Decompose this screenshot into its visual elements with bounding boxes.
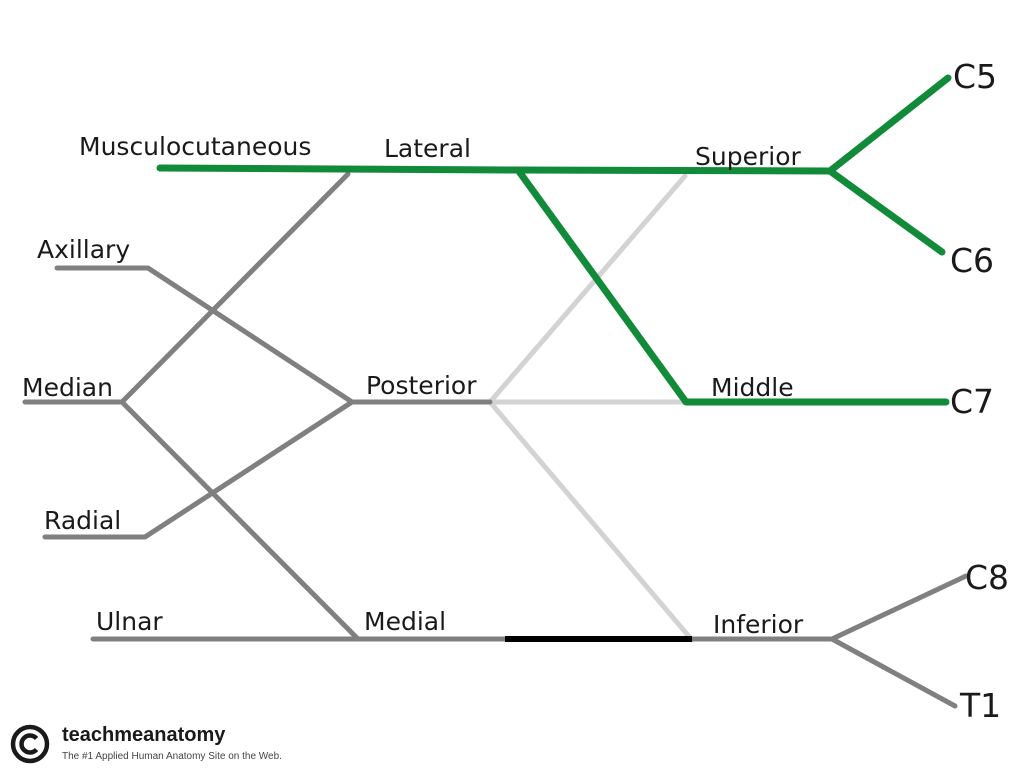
- middle-trunk-to-lateral-line: [514, 166, 950, 406]
- green-pathways: [156, 74, 952, 406]
- label-superior-trunk: Superior: [695, 142, 801, 171]
- brand-name: teachmeanatomy: [62, 724, 226, 746]
- axillary-path: [54, 265, 355, 405]
- label-root-c7: C7: [950, 382, 994, 421]
- label-ulnar: Ulnar: [96, 607, 163, 636]
- medial-root-of-median: [119, 399, 360, 641]
- label-lateral-cord: Lateral: [384, 134, 471, 163]
- label-root-t1: T1: [959, 686, 1001, 725]
- label-root-c8: C8: [965, 558, 1009, 597]
- c6-root-line: [826, 167, 946, 256]
- gray-pathways: [22, 171, 969, 709]
- radial-path: [42, 399, 355, 540]
- label-musculocutaneous: Musculocutaneous: [79, 132, 311, 161]
- label-axillary: Axillary: [37, 235, 130, 264]
- label-radial: Radial: [44, 506, 121, 535]
- c5-root-line: [826, 74, 952, 175]
- copyright-icon: [10, 724, 50, 764]
- lateral-root-of-median: [119, 171, 351, 405]
- t1-root-line: [829, 636, 958, 709]
- c8-root-line: [829, 573, 969, 642]
- label-posterior-cord: Posterior: [366, 371, 477, 400]
- superior-posterior-division: [487, 173, 688, 405]
- label-medial-cord: Medial: [364, 607, 446, 636]
- inferior-posterior-division: [487, 399, 695, 643]
- label-root-c6: C6: [950, 241, 994, 280]
- brand-tagline: The #1 Applied Human Anatomy Site on the…: [62, 751, 282, 762]
- label-middle-trunk: Middle: [711, 373, 794, 402]
- posterior-divisions: [487, 173, 695, 643]
- label-root-c5: C5: [953, 57, 997, 96]
- label-median: Median: [22, 373, 113, 402]
- brand-footer: teachmeanatomy The #1 Applied Human Anat…: [6, 722, 426, 768]
- label-inferior-trunk: Inferior: [713, 610, 804, 639]
